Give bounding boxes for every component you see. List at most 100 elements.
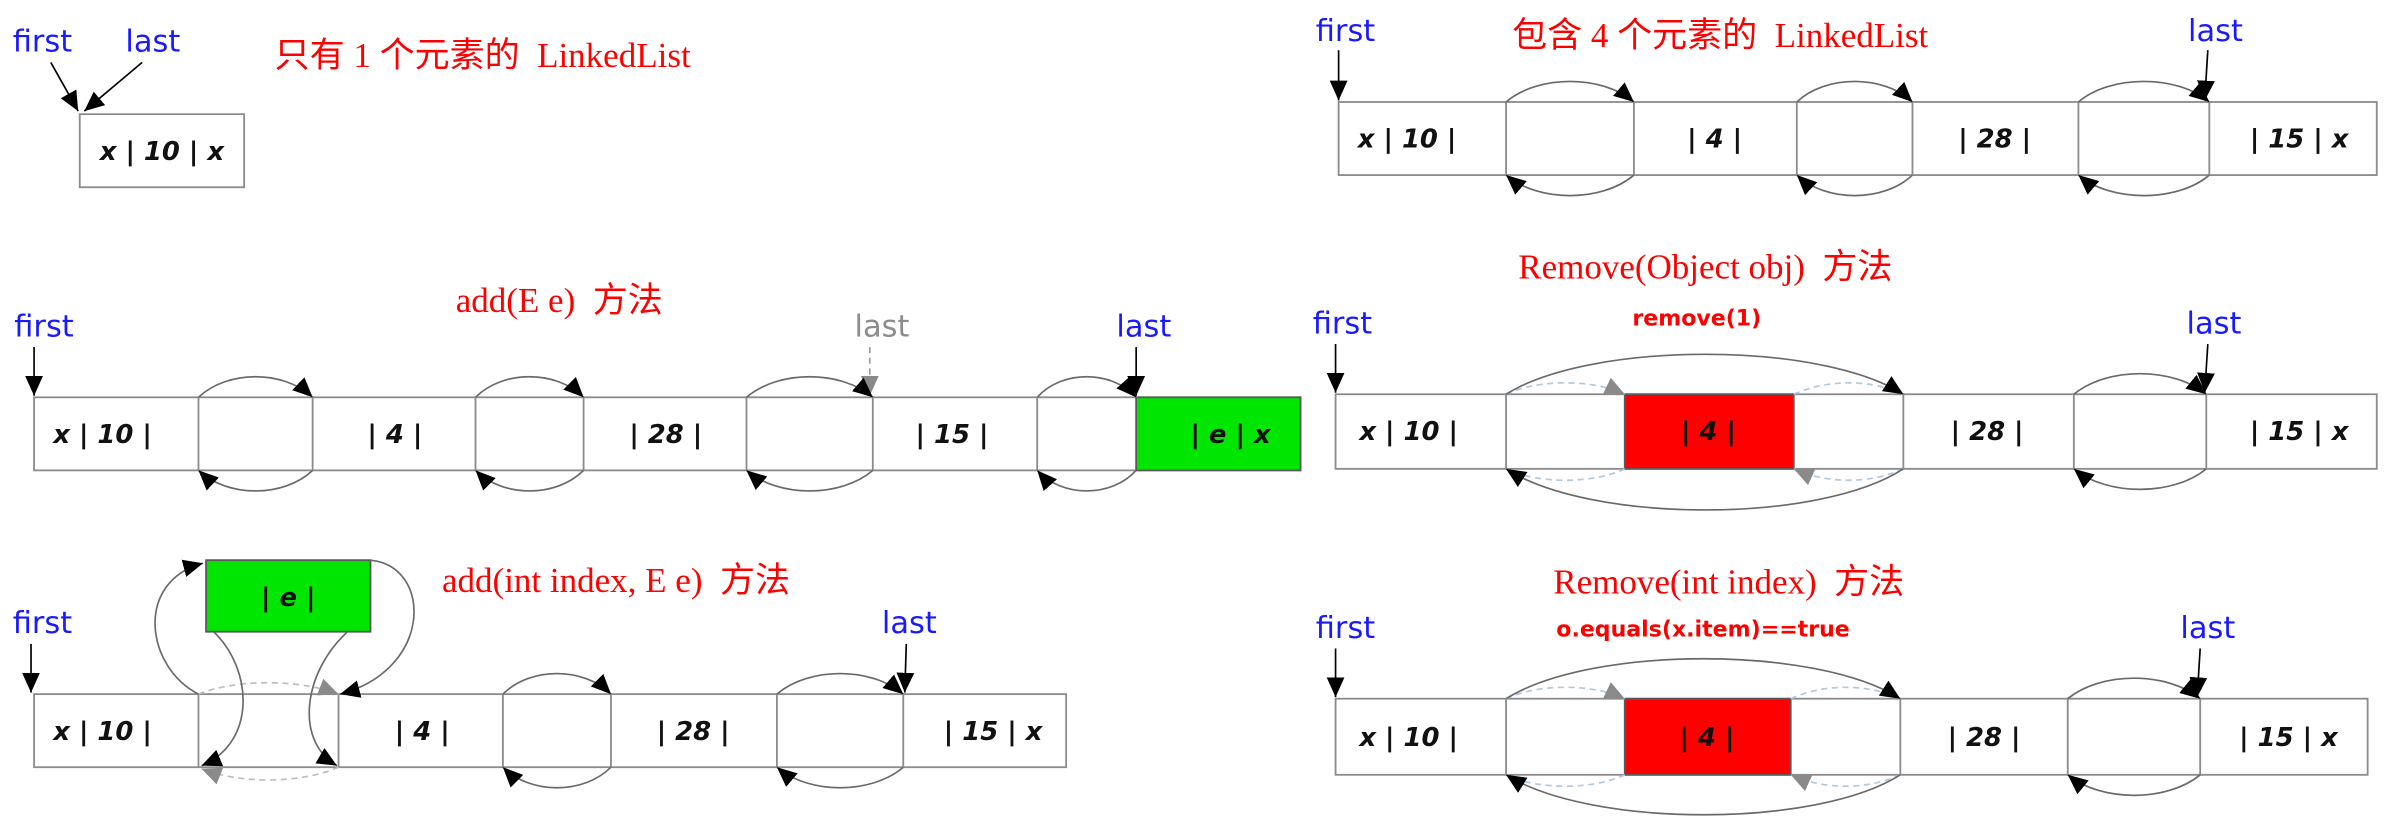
old-next-link-arrow xyxy=(198,678,339,696)
list-strip xyxy=(1337,101,2378,176)
node-label: | 28 | xyxy=(657,717,730,747)
node-label: | 28 | xyxy=(1958,125,2031,155)
removed-node-box xyxy=(1623,393,1795,470)
inserted-node-box xyxy=(205,559,372,633)
next-link-arrow xyxy=(745,376,874,398)
node-label: | 28 | xyxy=(629,420,702,450)
node-label: x | 10 | xyxy=(1357,417,1458,447)
next-link-arrow xyxy=(776,672,904,695)
bypass-prev-arrow xyxy=(1505,774,1901,816)
panel-add-at-index: add(int index, E e) 方法 first last | e | … xyxy=(13,559,1068,789)
node-label: | 28 | xyxy=(1951,417,2024,447)
last-pointer-label: last xyxy=(2180,611,2235,646)
last-pointer-label: last xyxy=(125,25,180,60)
panel-title: 包含 4 个元素的 LinkedList xyxy=(1512,16,1928,55)
last-pointer-label: last xyxy=(2188,14,2243,49)
first-pointer-label: first xyxy=(13,606,73,641)
prev-link-arrow xyxy=(474,469,585,492)
prev-link-arrow xyxy=(745,469,874,492)
first-pointer-label: first xyxy=(14,309,74,344)
inserted-next-arrow xyxy=(339,559,415,698)
removed-node-label: | 4 | xyxy=(1681,417,1736,447)
prev-link-arrow xyxy=(776,766,904,789)
panel-note: remove(1) xyxy=(1632,307,1761,332)
last-pointer-arrow xyxy=(83,61,143,112)
panel-title: add(E e) 方法 xyxy=(456,281,663,320)
list-strip xyxy=(1334,697,2369,776)
panel-note: o.equals(x.item)==true xyxy=(1556,617,1849,642)
node-label: | 28 | xyxy=(1948,723,2021,753)
next-link-arrow xyxy=(2067,677,2201,700)
node-label: x | 10 | x xyxy=(98,137,226,167)
inserted-node-label: | e | xyxy=(261,583,315,613)
node-label: | 15 | x xyxy=(2250,125,2350,155)
next-link-arrow xyxy=(2073,372,2207,395)
old-next-link-arrow xyxy=(1505,377,1626,396)
last-pointer-arrow xyxy=(2189,648,2208,698)
old-prev-link-arrow xyxy=(1793,468,1904,486)
old-last-pointer-label: last xyxy=(855,309,910,344)
prev-link-arrow xyxy=(2077,174,2210,197)
next-link-arrow xyxy=(1036,375,1137,398)
last-pointer-arrow xyxy=(2197,50,2215,101)
node-label: | 15 | x xyxy=(2250,417,2350,447)
node-label: x | 10 | xyxy=(1357,723,1458,753)
next-link-arrow xyxy=(1796,80,1914,103)
last-pointer-arrow xyxy=(2197,343,2215,393)
next-to-inserted-arrow xyxy=(154,559,204,695)
panel-single-element: first last x | 10 | x 只有 1 个元素的 LinkedLi… xyxy=(13,25,691,189)
first-pointer-label: first xyxy=(1316,611,1376,646)
next-link-arrow xyxy=(1505,80,1635,103)
list-strip xyxy=(33,693,1068,769)
removed-node-label: | 4 | xyxy=(1680,723,1735,753)
bypass-next-arrow xyxy=(1505,353,1904,395)
panel-add-last: add(E e) 方法 first last last x | 10 | | 4… xyxy=(14,281,1302,492)
panel-title: 只有 1 个元素的 LinkedList xyxy=(275,36,691,75)
old-prev-link-arrow xyxy=(1790,774,1901,792)
first-pointer-label: first xyxy=(1313,306,1373,341)
next-link-arrow xyxy=(502,672,612,695)
first-pointer-label: first xyxy=(1316,14,1376,49)
prev-link-arrow xyxy=(1796,174,1914,197)
next-link-arrow xyxy=(197,375,314,398)
panel-remove-object: Remove(Object obj) 方法 remove(1) first la… xyxy=(1313,248,2378,511)
old-next-link-arrow xyxy=(1505,682,1626,700)
node-box xyxy=(78,113,246,189)
removed-node-box xyxy=(1623,697,1792,776)
last-pointer-label: last xyxy=(1116,309,1171,344)
bypass-prev-arrow xyxy=(1505,468,1904,511)
node-label: x | 10 | xyxy=(51,420,152,450)
prev-link-arrow xyxy=(1505,174,1635,197)
next-link-arrow xyxy=(474,375,585,398)
last-pointer-label: last xyxy=(2186,306,2241,341)
prev-link-arrow xyxy=(2067,774,2201,797)
panel-title: Remove(Object obj) 方法 xyxy=(1518,248,1892,287)
bypass-next-arrow xyxy=(1505,657,1901,700)
new-node-label: | e | x xyxy=(1190,420,1271,450)
prev-link-arrow xyxy=(197,469,314,492)
node-label: | 15 | x xyxy=(944,717,1044,747)
list-strip xyxy=(33,396,1302,472)
node-label: | 15 | x xyxy=(2239,723,2339,753)
node-label: | 4 | xyxy=(1687,125,1742,155)
node-label: x | 10 | xyxy=(51,717,152,747)
last-pointer-label: last xyxy=(882,606,937,641)
node-label: | 15 | xyxy=(916,420,989,450)
list-strip xyxy=(1334,393,2378,470)
new-node-box xyxy=(1135,396,1302,472)
panel-title: add(int index, E e) 方法 xyxy=(442,561,790,600)
panel-four-elements: first last 包含 4 个元素的 LinkedList x | 10 |… xyxy=(1316,14,2378,197)
next-link-arrow xyxy=(2077,80,2210,103)
first-pointer-label: first xyxy=(13,25,73,60)
prev-to-inserted-arrow xyxy=(308,631,349,767)
prev-link-arrow xyxy=(1036,469,1137,492)
node-label: | 4 | xyxy=(395,717,450,747)
panel-title: Remove(int index) 方法 xyxy=(1553,563,1904,602)
node-label: | 4 | xyxy=(367,420,422,450)
node-label: x | 10 | xyxy=(1356,125,1457,155)
last-pointer-arrow xyxy=(896,643,915,693)
panel-remove-index: Remove(int index) 方法 o.equals(x.item)==t… xyxy=(1316,563,2369,816)
inserted-prev-arrow xyxy=(201,631,244,767)
first-pointer-arrow xyxy=(50,62,79,112)
